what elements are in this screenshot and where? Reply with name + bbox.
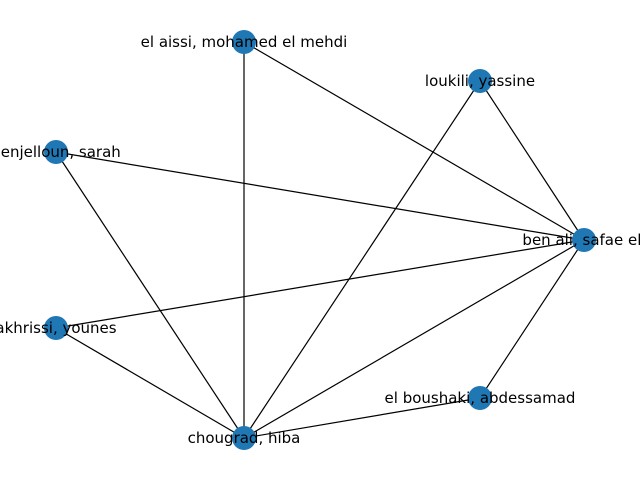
node-sarah [44,140,68,164]
node-hiba [232,426,256,450]
node-younes [44,316,68,340]
node-label-yassine: loukili, yassine [425,72,535,90]
node-label-sarah: benjelloun, sarah [0,143,121,161]
labels-layer: el aissi, mohamed el mehdi loukili, yassi… [0,33,640,447]
node-label-hiba: chougrad, hiba [188,429,301,447]
nodes-layer [44,30,596,450]
node-yassine [468,69,492,93]
edge-younes-safae [55,239,585,329]
edge-yassine-safae [479,80,585,241]
edge-safae-hiba [243,239,585,439]
edge-sarah-hiba [55,151,245,439]
edge-mehdi-safae [243,41,585,241]
node-label-mehdi: el aissi, mohamed el mehdi [141,33,348,51]
node-label-younes: akhrissi, younes [0,319,117,337]
edge-yassine-hiba [243,80,481,439]
edge-safae-abdessamad [479,239,585,399]
node-abdessamad [468,386,492,410]
edge-sarah-safae [55,151,585,241]
node-safae [572,228,596,252]
node-label-abdessamad: el boushaki, abdessamad [385,389,576,407]
edges-layer [55,41,585,439]
node-label-safae: ben ali, safae ell [522,231,640,249]
edge-younes-hiba [55,327,245,439]
node-mehdi [232,30,256,54]
edge-abdessamad-hiba [243,397,481,439]
